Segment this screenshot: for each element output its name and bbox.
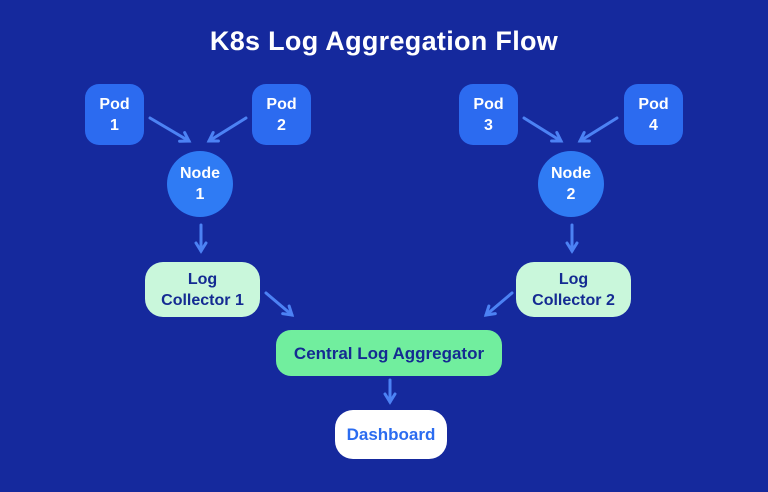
diagram-title: K8s Log Aggregation Flow: [209, 26, 559, 56]
arrow-pod3-to-node2: [522, 116, 564, 143]
log-collector-2-box: Log Collector 2: [516, 262, 631, 317]
log-collector-2-label-line2: Collector 2: [532, 291, 615, 309]
pod-4-label-line2: 4: [649, 116, 658, 134]
node-1-label-line1: Node: [180, 165, 220, 182]
pod-4-box: Pod 4: [624, 84, 683, 145]
pod-3-label-line2: 3: [484, 116, 493, 134]
node-2-label-line2: 2: [566, 186, 576, 203]
dashboard-label: Dashboard: [346, 425, 436, 444]
arrow-pod1-to-node1: [148, 116, 192, 143]
pod-2-box: Pod 2: [252, 84, 311, 145]
pod-1-box: Pod 1: [85, 84, 144, 145]
central-log-aggregator-box: Central Log Aggregator: [276, 330, 502, 376]
node-1-label-line2: 1: [195, 186, 205, 203]
node-2-label-line1: Node: [551, 165, 591, 182]
pod-1-label-line2: 1: [110, 116, 119, 134]
pod-3-box: Pod 3: [459, 84, 518, 145]
pod-2-label-line1: Pod: [266, 95, 297, 113]
pod-2-label-line2: 2: [277, 116, 286, 134]
pod-3-label-line1: Pod: [473, 95, 504, 113]
pod-1-label-line1: Pod: [99, 95, 130, 113]
log-collector-1-label-line1: Log: [187, 270, 218, 288]
log-collector-1-box: Log Collector 1: [145, 262, 260, 317]
log-collector-1-label-line2: Collector 1: [161, 291, 244, 309]
log-collector-2-label-line1: Log: [558, 270, 589, 288]
node-2-circle: Node 2: [538, 151, 604, 217]
node-1-circle: Node 1: [167, 151, 233, 217]
arrow-pod2-to-node1: [206, 116, 248, 143]
central-log-aggregator-label: Central Log Aggregator: [293, 343, 485, 363]
arrow-collector1-to-aggregator: [264, 291, 295, 317]
dashboard-box: Dashboard: [335, 410, 447, 459]
arrow-pod4-to-node2: [577, 116, 619, 143]
pod-4-label-line1: Pod: [638, 95, 669, 113]
arrow-collector2-to-aggregator: [483, 291, 514, 317]
